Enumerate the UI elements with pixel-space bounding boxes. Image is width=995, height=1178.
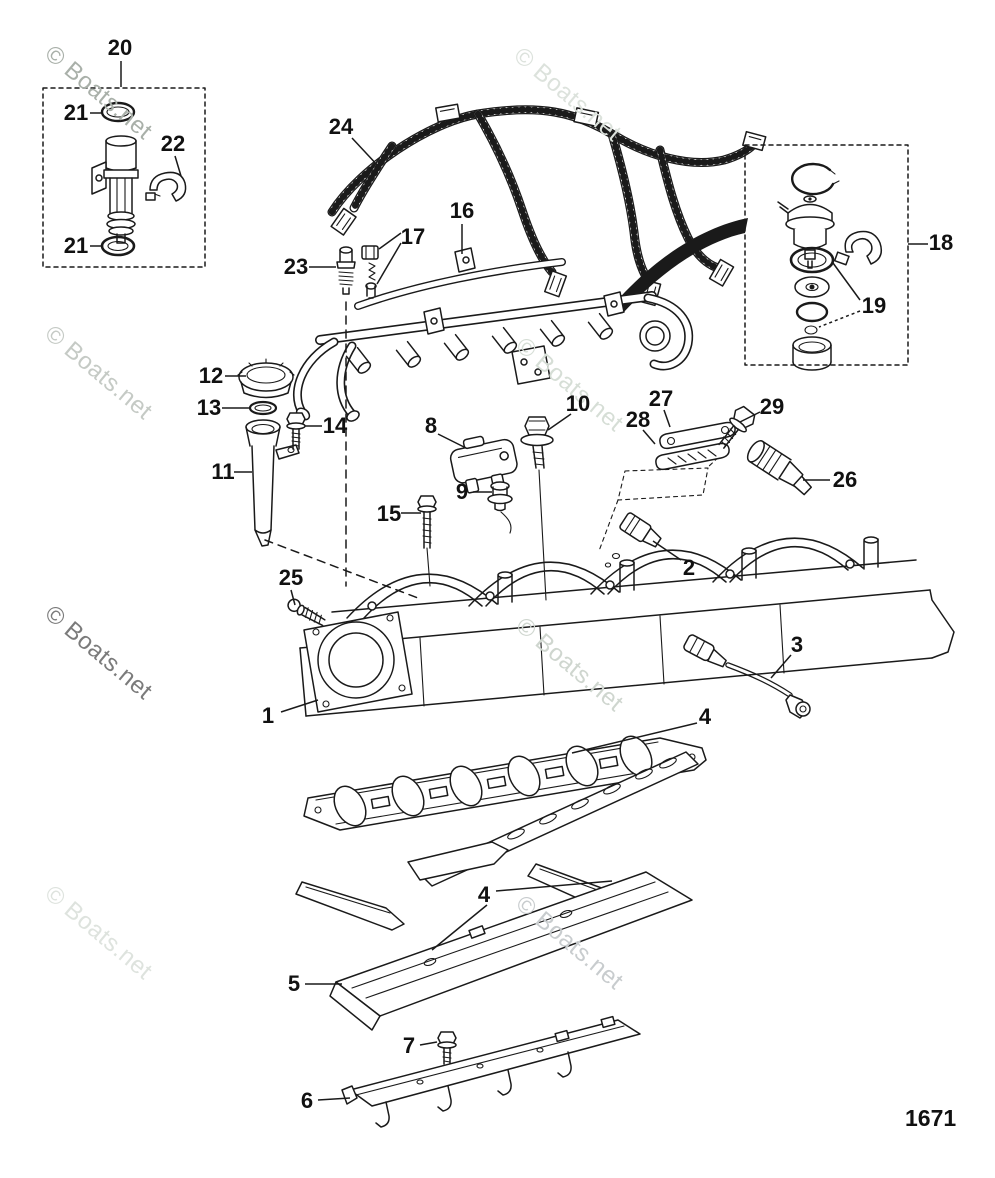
part-injector-body <box>91 135 139 244</box>
leader-line-28 <box>642 429 656 445</box>
callout-11: 11 <box>211 459 235 484</box>
part-17-valve-cap-kit <box>361 245 379 299</box>
part-regulator-cup <box>792 336 832 371</box>
leader-line-8 <box>437 433 467 449</box>
callout-25: 25 <box>278 565 304 590</box>
callout-3: 3 <box>790 632 804 657</box>
part-10-bolt-washer <box>520 416 554 469</box>
callout-22: 22 <box>160 131 186 156</box>
callout-9: 9 <box>455 479 469 504</box>
callout-14: 14 <box>322 413 348 438</box>
leader-line-4 <box>571 722 698 754</box>
leader-line-4 <box>495 880 613 892</box>
callout-16: 16 <box>449 198 475 223</box>
leader-line-1 <box>280 699 319 713</box>
callout-13: 13 <box>196 395 222 420</box>
callout-6: 6 <box>300 1088 314 1113</box>
leader-line-19 <box>832 262 861 301</box>
leader-line-24 <box>351 137 381 169</box>
page-number: 1671 <box>905 1105 957 1131</box>
part-5-baffle-pan <box>329 871 693 1031</box>
leader-line-25 <box>290 589 296 606</box>
leader-line-22 <box>174 155 182 177</box>
leader-line-19 <box>818 310 861 328</box>
leader-line-3 <box>770 654 792 679</box>
part-26-sensor-connector <box>746 439 813 496</box>
part-regulator <box>777 195 835 269</box>
callout-10: 10 <box>565 391 591 416</box>
part-2-sensor <box>604 512 662 568</box>
part-6-retainer-rail <box>341 1015 641 1128</box>
part-9-grommet <box>487 481 513 534</box>
callout-21: 21 <box>63 100 89 125</box>
callout-23: 23 <box>283 254 309 279</box>
fuel-rail-mount-tabs <box>423 247 625 385</box>
part-21-o-ring-bottom <box>100 235 136 257</box>
part-22-injector-clip <box>145 171 187 202</box>
callout-26: 26 <box>832 467 858 492</box>
part-16-fuel-rail <box>293 247 694 422</box>
leader-line-17 <box>378 232 402 250</box>
part-7-bolt <box>437 1031 457 1065</box>
leader-line-10 <box>547 413 572 431</box>
leader-line-7 <box>419 1041 438 1046</box>
part-regulator-clamp <box>833 230 883 266</box>
part-4-manifold-gasket <box>303 735 707 831</box>
part-24-injector-wiring-harness <box>327 103 767 307</box>
callout-5: 5 <box>287 971 301 996</box>
callout-28: 28 <box>625 407 651 432</box>
callout-15: 15 <box>376 501 402 526</box>
callout-leader-lines <box>90 61 928 1101</box>
part-1-intake-manifold <box>299 536 955 717</box>
callout-21: 21 <box>63 233 89 258</box>
part-8-map-sensor <box>449 435 518 494</box>
leader-line-6 <box>317 1097 351 1101</box>
part-11-oil-fill-tube <box>245 419 300 547</box>
part-25-screw <box>287 598 326 627</box>
callout-1: 1 <box>261 703 275 728</box>
callout-4: 4 <box>698 704 712 729</box>
callout-17: 17 <box>400 224 426 249</box>
retaining-ring <box>791 162 835 196</box>
callout-7: 7 <box>402 1033 416 1058</box>
callout-4: 4 <box>477 882 491 907</box>
callout-27: 27 <box>648 386 674 411</box>
part-12-oil-fill-cap <box>237 358 295 399</box>
callout-18: 18 <box>928 230 954 255</box>
harness-connector <box>330 103 767 307</box>
callout-24: 24 <box>328 114 354 139</box>
leader-line-27 <box>663 409 671 428</box>
part-23-schrader-valve <box>336 246 356 295</box>
callout-2: 2 <box>682 555 696 580</box>
leader-line-17 <box>376 242 402 285</box>
part-3-sensor-lead <box>683 634 811 719</box>
callout-12: 12 <box>198 363 224 388</box>
callout-29: 29 <box>759 394 785 419</box>
leader-line-29 <box>739 411 761 423</box>
callout-20: 20 <box>107 35 133 60</box>
part-19-seal-stack <box>789 246 835 335</box>
fuel-rail-injector-ports <box>345 312 614 374</box>
part-18-regulator-kit-box <box>744 144 909 371</box>
part-14-bolt <box>286 412 306 450</box>
callout-8: 8 <box>424 413 438 438</box>
leader-line-4 <box>431 904 488 951</box>
leader-line-2 <box>652 540 682 561</box>
part-21-o-ring-top <box>100 101 136 123</box>
callout-19: 19 <box>861 293 887 318</box>
part-13-o-ring <box>248 400 278 416</box>
hose-band-silhouette <box>613 218 748 314</box>
part-15-bolt <box>417 495 437 549</box>
part-20-injector-kit-box <box>42 87 206 268</box>
